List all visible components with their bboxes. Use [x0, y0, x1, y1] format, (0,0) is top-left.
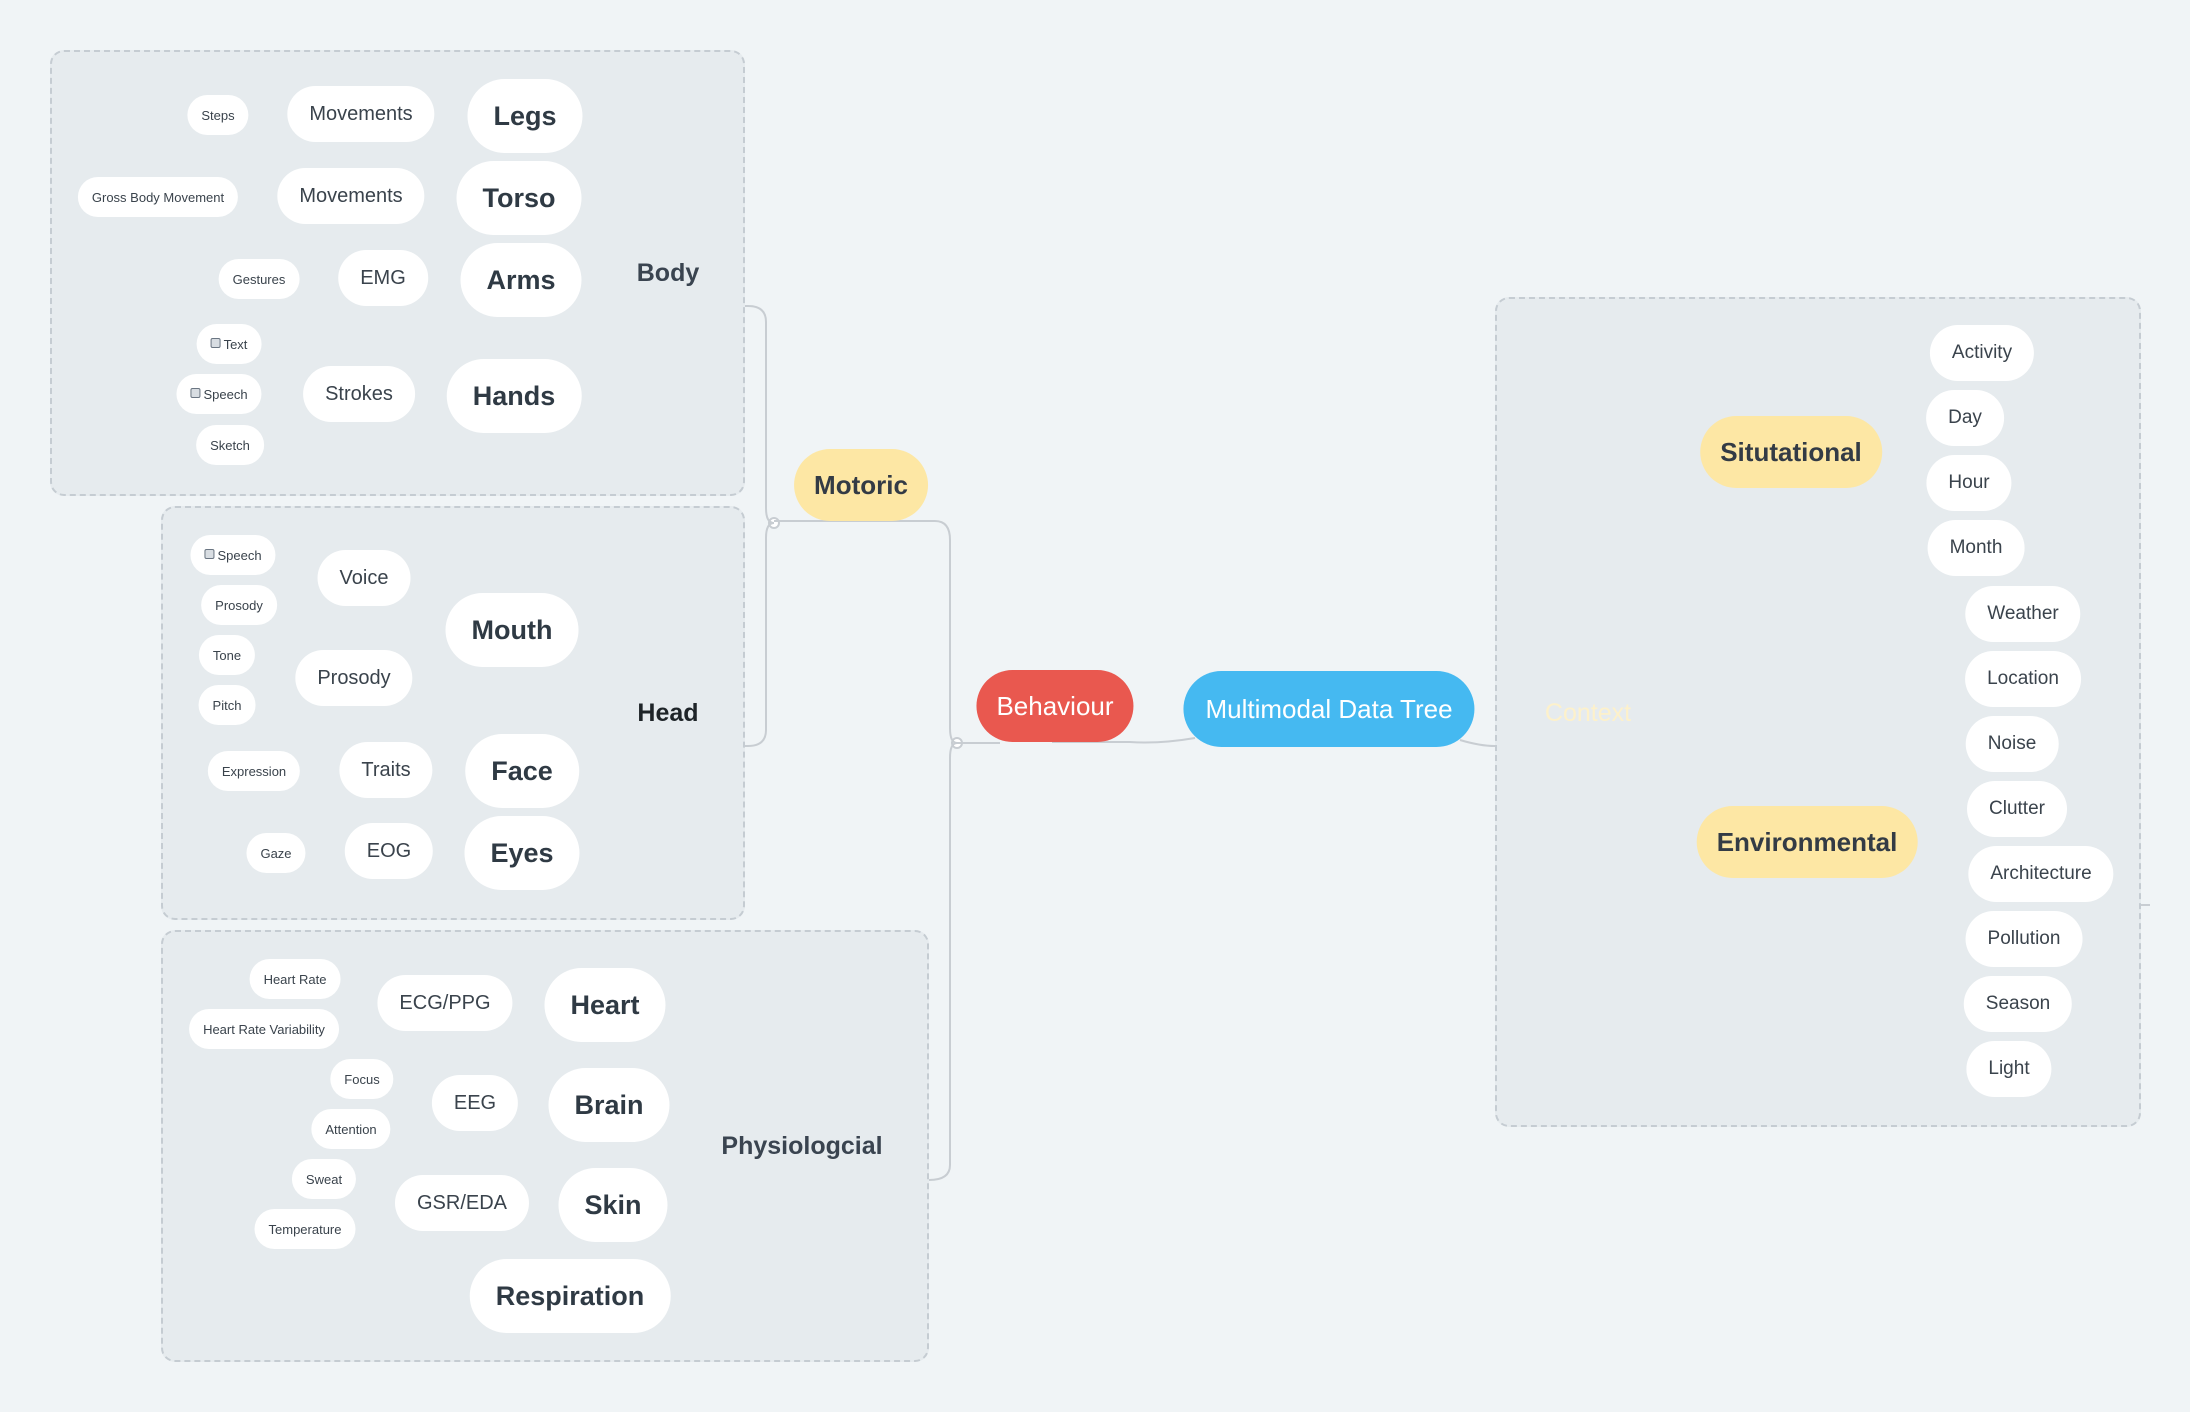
- physiological-node[interactable]: Physiologcial: [721, 1131, 883, 1160]
- temperature-leaf-node[interactable]: Temperature: [254, 1209, 356, 1249]
- environmental-location-node[interactable]: Location: [1965, 651, 2081, 707]
- mouth-node[interactable]: Mouth: [445, 593, 579, 667]
- notepad-icon: [190, 388, 201, 398]
- voice-prosody-leaf-node[interactable]: Prosody: [201, 585, 277, 625]
- motoric-node[interactable]: Motoric: [794, 449, 928, 521]
- environmental-clutter-node[interactable]: Clutter: [1967, 781, 2067, 837]
- notepad-icon: [204, 549, 215, 559]
- speech-leaf-label: Speech: [203, 386, 248, 402]
- heart-node[interactable]: Heart: [544, 968, 666, 1042]
- eeg-node[interactable]: EEG: [431, 1075, 519, 1131]
- voice-speech-leaf-node[interactable]: Speech: [190, 535, 276, 575]
- eog-node[interactable]: EOG: [344, 823, 434, 879]
- text-leaf-label: Text: [223, 336, 248, 352]
- eyes-node[interactable]: Eyes: [464, 816, 580, 890]
- torso-node[interactable]: Torso: [456, 161, 582, 235]
- situational-month-node[interactable]: Month: [1927, 520, 2025, 576]
- connector-line: [795, 520, 958, 744]
- situational-node[interactable]: Situtational: [1700, 416, 1882, 488]
- sketch-leaf-node[interactable]: Sketch: [196, 425, 264, 465]
- skin-node[interactable]: Skin: [558, 1168, 668, 1242]
- text-leaf-node[interactable]: Text: [196, 324, 262, 364]
- connector-line: [928, 742, 958, 1181]
- environmental-weather-node[interactable]: Weather: [1965, 586, 2081, 642]
- environmental-pollution-node[interactable]: Pollution: [1965, 911, 2083, 967]
- traits-node[interactable]: Traits: [339, 742, 433, 798]
- prosody-node[interactable]: Prosody: [295, 650, 413, 706]
- arms-node[interactable]: Arms: [460, 243, 582, 317]
- connector-dot: [768, 517, 780, 529]
- focus-leaf-node[interactable]: Focus: [330, 1059, 394, 1099]
- context-node[interactable]: Context: [1544, 698, 1632, 727]
- respiration-node[interactable]: Respiration: [469, 1259, 671, 1333]
- heart-rate-leaf-node[interactable]: Heart Rate: [249, 959, 341, 999]
- voice-node[interactable]: Voice: [317, 550, 411, 606]
- torso-movements-node[interactable]: Movements: [277, 168, 425, 224]
- environmental-season-node[interactable]: Season: [1963, 976, 2073, 1032]
- gross-body-movement-node[interactable]: Gross Body Movement: [77, 177, 239, 217]
- legs-node[interactable]: Legs: [467, 79, 583, 153]
- legs-movements-node[interactable]: Movements: [287, 86, 435, 142]
- head-node[interactable]: Head: [637, 698, 699, 727]
- behaviour-node[interactable]: Behaviour: [976, 670, 1134, 742]
- sweat-leaf-node[interactable]: Sweat: [291, 1159, 357, 1199]
- voice-speech-leaf-label: Speech: [217, 547, 262, 563]
- environmental-architecture-node[interactable]: Architecture: [1968, 846, 2114, 902]
- speech-leaf-node[interactable]: Speech: [176, 374, 262, 414]
- gestures-node[interactable]: Gestures: [218, 259, 300, 299]
- body-node[interactable]: Body: [636, 258, 700, 287]
- hrv-leaf-node[interactable]: Heart Rate Variability: [189, 1009, 339, 1049]
- gsr-eda-node[interactable]: GSR/EDA: [394, 1175, 530, 1231]
- emg-node[interactable]: EMG: [338, 250, 428, 306]
- hands-node[interactable]: Hands: [446, 359, 582, 433]
- root-node[interactable]: Multimodal Data Tree: [1183, 671, 1475, 747]
- expression-leaf-node[interactable]: Expression: [207, 751, 301, 791]
- situational-day-node[interactable]: Day: [1926, 390, 2004, 446]
- situational-activity-node[interactable]: Activity: [1929, 325, 2035, 381]
- situational-hour-node[interactable]: Hour: [1926, 455, 2012, 511]
- pitch-leaf-node[interactable]: Pitch: [198, 685, 256, 725]
- attention-leaf-node[interactable]: Attention: [311, 1109, 391, 1149]
- connector-dot: [951, 737, 963, 749]
- environmental-node[interactable]: Environmental: [1696, 806, 1918, 878]
- tone-leaf-node[interactable]: Tone: [198, 635, 256, 675]
- gaze-leaf-node[interactable]: Gaze: [246, 833, 306, 873]
- environmental-light-node[interactable]: Light: [1966, 1041, 2052, 1097]
- brain-node[interactable]: Brain: [548, 1068, 670, 1142]
- environmental-noise-node[interactable]: Noise: [1965, 716, 2059, 772]
- ecg-ppg-node[interactable]: ECG/PPG: [377, 975, 513, 1031]
- steps-node[interactable]: Steps: [187, 95, 249, 135]
- strokes-node[interactable]: Strokes: [303, 366, 415, 422]
- face-node[interactable]: Face: [465, 734, 579, 808]
- notepad-icon: [210, 338, 221, 348]
